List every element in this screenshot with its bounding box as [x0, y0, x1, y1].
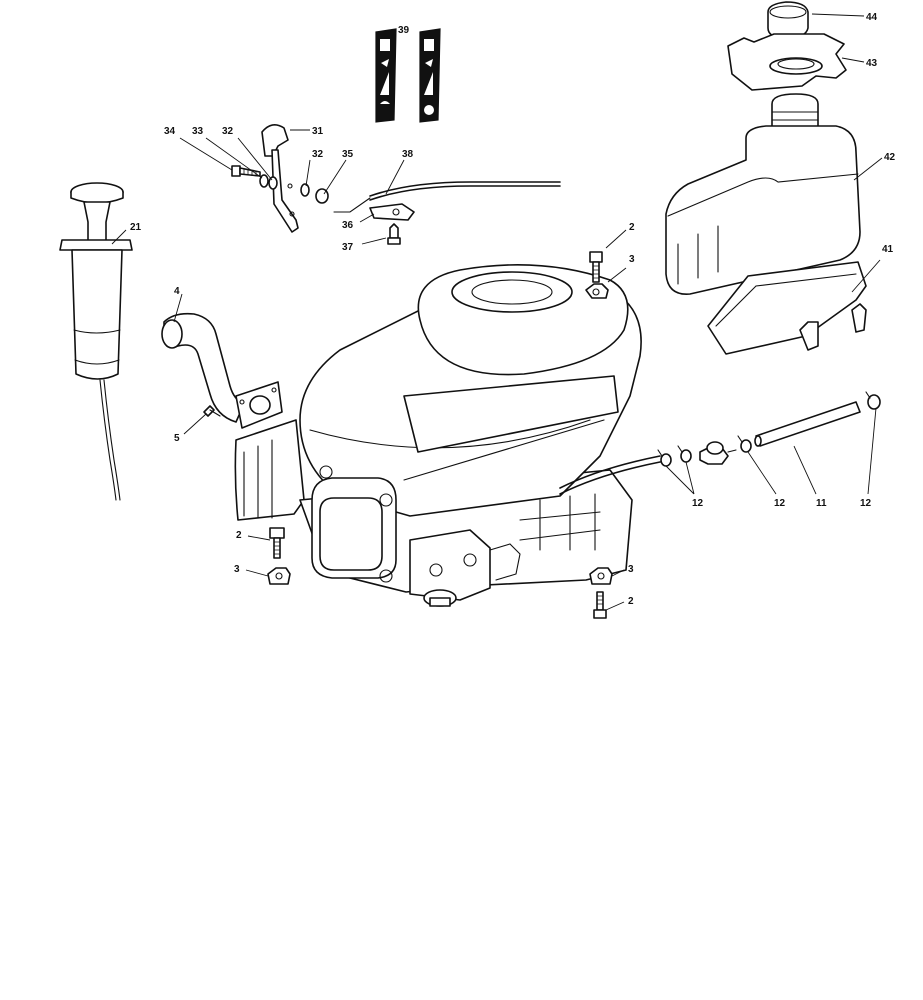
callout-12-c: 12: [860, 498, 872, 509]
callout-32-top: 32: [222, 126, 234, 137]
fuel-clip-mid: [737, 435, 752, 453]
callout-33: 33: [192, 126, 204, 137]
oil-syringe: [59, 182, 133, 501]
tank-cap: [767, 1, 809, 39]
clamp-screw: [387, 223, 401, 245]
callout-41: 41: [882, 244, 894, 255]
cable-clamp: [369, 203, 415, 221]
callout-32-lower: 32: [312, 149, 324, 160]
bolt-right: [593, 591, 607, 619]
throttle-lever: [261, 124, 299, 233]
callout-2-left: 2: [236, 530, 242, 541]
washers-32-33: [259, 174, 329, 204]
throttle-screw: [231, 165, 261, 177]
callout-31: 31: [312, 126, 324, 137]
exhaust-gasket: [235, 381, 283, 429]
callout-12-a: 12: [692, 498, 704, 509]
fuel-hose: [754, 401, 861, 447]
fuel-clip-right: [865, 391, 881, 410]
callout-34: 34: [164, 126, 176, 137]
throttle-decal-right: [419, 28, 441, 123]
callout-3-top: 3: [629, 254, 635, 265]
callout-42: 42: [884, 152, 896, 163]
throttle-cable: [333, 181, 561, 213]
callout-3-left: 3: [234, 564, 240, 575]
callout-2-top: 2: [629, 222, 635, 233]
callout-44: 44: [866, 12, 878, 23]
engine-block: [234, 264, 661, 607]
callout-3-right: 3: [628, 564, 634, 575]
callout-43: 43: [866, 58, 878, 69]
nut-top: [585, 283, 609, 299]
callout-5: 5: [174, 433, 180, 444]
throttle-decal-left: [375, 28, 397, 123]
bolt-top: [589, 251, 603, 283]
callout-labels: 39 44 43 42 41 34 33 32 31 32 35 38 36 3…: [130, 12, 896, 607]
nut-left: [267, 567, 291, 585]
callout-12-b: 12: [774, 498, 786, 509]
callout-39: 39: [398, 25, 410, 36]
nut-right: [589, 567, 613, 585]
leader-lines: [111, 13, 883, 611]
callout-36: 36: [342, 220, 354, 231]
callout-35: 35: [342, 149, 354, 160]
exhaust-pipe: [161, 312, 245, 423]
callout-37: 37: [342, 242, 354, 253]
fuel-clips-left: [657, 445, 692, 467]
callout-11: 11: [816, 498, 827, 509]
tank-cap-holder: [727, 33, 847, 91]
fuel-filter: [699, 441, 737, 465]
fuel-tank: [665, 93, 861, 295]
tank-base: [707, 261, 867, 355]
callout-2-right: 2: [628, 596, 634, 607]
gasket-screw: [203, 405, 221, 417]
callout-38: 38: [402, 149, 414, 160]
callout-4: 4: [174, 286, 180, 297]
callout-21: 21: [130, 222, 142, 233]
bolt-left: [269, 527, 285, 559]
